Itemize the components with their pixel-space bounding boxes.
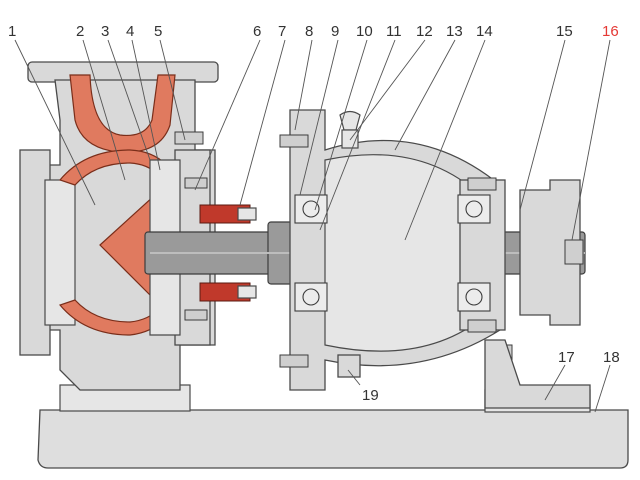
callout-17: 17 bbox=[558, 349, 575, 366]
callout-13: 13 bbox=[446, 23, 463, 40]
bearings bbox=[294, 194, 491, 312]
callout-19: 19 bbox=[362, 387, 379, 404]
callout-5: 5 bbox=[154, 23, 162, 40]
pedestal bbox=[484, 339, 591, 409]
callout-1: 1 bbox=[8, 23, 16, 40]
bearing-bracket bbox=[289, 109, 506, 391]
callout-11: 11 bbox=[386, 23, 402, 40]
callout-12: 12 bbox=[416, 23, 433, 40]
callout-labels: 1 2 3 4 5 6 7 8 9 10 11 12 13 14 15 16 1… bbox=[8, 23, 620, 404]
callout-2: 2 bbox=[76, 23, 84, 40]
callout-14: 14 bbox=[476, 23, 493, 40]
callout-4: 4 bbox=[126, 23, 134, 40]
mechanical-seal bbox=[199, 204, 257, 302]
callout-10: 10 bbox=[356, 23, 373, 40]
callout-16: 16 bbox=[602, 23, 619, 40]
callout-7: 7 bbox=[278, 23, 286, 40]
pump-casing bbox=[19, 61, 219, 391]
callout-6: 6 bbox=[253, 23, 261, 40]
callout-3: 3 bbox=[101, 23, 109, 40]
callout-18: 18 bbox=[603, 349, 620, 366]
leader-lines bbox=[14, 39, 611, 413]
callout-9: 9 bbox=[331, 23, 339, 40]
shaft-end-cover bbox=[519, 179, 584, 326]
callout-8: 8 bbox=[305, 23, 313, 40]
callout-15: 15 bbox=[556, 23, 573, 40]
